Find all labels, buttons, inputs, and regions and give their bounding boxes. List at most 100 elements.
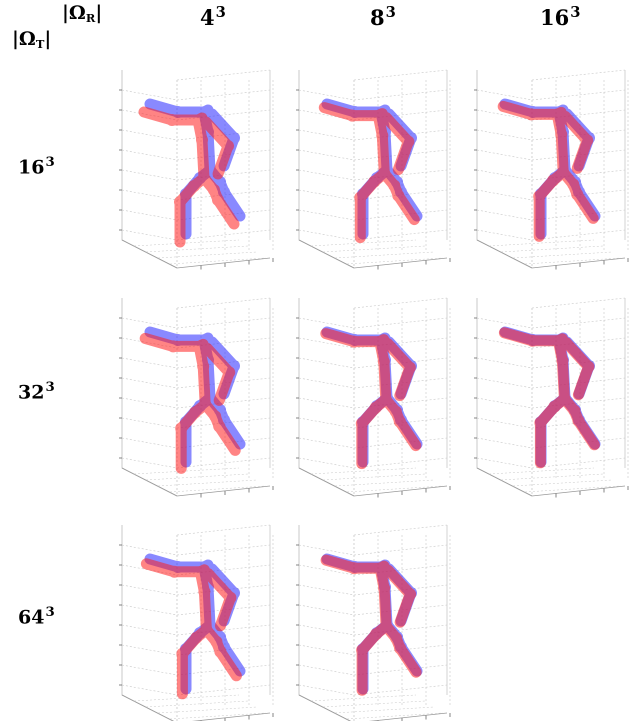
joint	[346, 109, 359, 122]
row-label-0: 163	[18, 155, 55, 179]
skeleton	[318, 102, 420, 244]
joint	[212, 194, 224, 206]
joint	[558, 392, 571, 405]
joint	[196, 134, 208, 146]
joint	[355, 417, 368, 430]
joint	[176, 647, 189, 660]
joint	[547, 174, 560, 187]
joint	[567, 178, 580, 191]
bone	[198, 586, 212, 636]
joint	[393, 415, 406, 428]
pose-panel-2-1	[296, 524, 451, 721]
joint	[223, 366, 236, 379]
joint	[198, 585, 211, 598]
axes-box	[474, 69, 629, 270]
joint	[378, 167, 391, 180]
pose-panel-0-1	[296, 69, 451, 270]
joint	[548, 400, 561, 413]
joint	[380, 620, 393, 633]
skeleton	[138, 106, 240, 248]
joint	[534, 416, 547, 429]
bone	[555, 128, 569, 178]
joint	[175, 422, 188, 435]
joint	[354, 191, 367, 204]
joint	[190, 631, 203, 644]
column-label-1: 83	[370, 4, 396, 31]
joint	[388, 179, 401, 192]
row-axis-label: |ΩR|	[62, 2, 103, 25]
joint	[402, 135, 415, 148]
skeleton	[139, 332, 241, 474]
skeleton	[498, 327, 600, 469]
pose-panel-0-0	[119, 69, 274, 270]
joint	[210, 635, 223, 648]
joint	[347, 335, 360, 348]
joint	[378, 582, 391, 595]
pose-panel-1-2	[474, 297, 629, 498]
joint	[376, 129, 389, 142]
joint	[568, 404, 581, 417]
bone	[196, 134, 210, 184]
joint	[356, 644, 369, 657]
joint	[581, 134, 594, 147]
joint	[571, 188, 584, 201]
joint	[197, 360, 210, 373]
joint	[199, 398, 212, 411]
skeleton	[320, 328, 422, 470]
bone	[378, 582, 392, 632]
joint	[188, 180, 200, 192]
axes-box	[119, 69, 274, 270]
joint	[174, 196, 186, 208]
skeleton	[320, 554, 422, 696]
joint	[200, 623, 213, 636]
joint	[167, 340, 180, 353]
joint	[394, 642, 407, 655]
joint	[208, 184, 220, 196]
joint	[189, 406, 202, 419]
axes-box	[296, 297, 451, 498]
bone	[376, 130, 390, 180]
pose-panel-1-1	[296, 297, 451, 498]
joint	[224, 591, 237, 604]
joint	[572, 414, 585, 427]
joint	[168, 565, 181, 578]
bone	[378, 356, 392, 406]
skeleton	[497, 100, 599, 242]
joint	[557, 166, 570, 179]
joint	[533, 190, 546, 203]
joint	[404, 588, 417, 601]
bone	[197, 360, 211, 410]
joint	[214, 645, 227, 658]
joint	[213, 420, 226, 433]
bone	[202, 126, 216, 176]
joint	[582, 360, 595, 373]
column-label-0: 43	[200, 4, 226, 31]
joint	[198, 172, 210, 184]
column-label-2: 163	[540, 4, 581, 31]
axes-box	[296, 524, 451, 721]
joint	[348, 562, 361, 575]
joint	[166, 114, 178, 126]
joint	[525, 108, 538, 121]
axes-box	[119, 297, 274, 498]
joint	[379, 393, 392, 406]
joint	[222, 140, 234, 152]
joint	[377, 355, 390, 368]
skeleton	[140, 558, 242, 700]
joint	[369, 401, 382, 414]
row-label-2: 643	[18, 605, 55, 629]
joint	[556, 354, 569, 367]
joint	[526, 334, 539, 347]
joint	[370, 628, 383, 641]
joint	[368, 175, 381, 188]
joint	[389, 405, 402, 418]
pose-panel-1-0	[119, 297, 274, 498]
joint	[392, 189, 405, 202]
pose-panel-0-2	[474, 69, 629, 270]
axes-box	[119, 524, 274, 721]
axes-box	[474, 297, 629, 498]
bone	[556, 355, 570, 405]
row-label-1: 323	[18, 380, 55, 404]
joint	[390, 632, 403, 645]
